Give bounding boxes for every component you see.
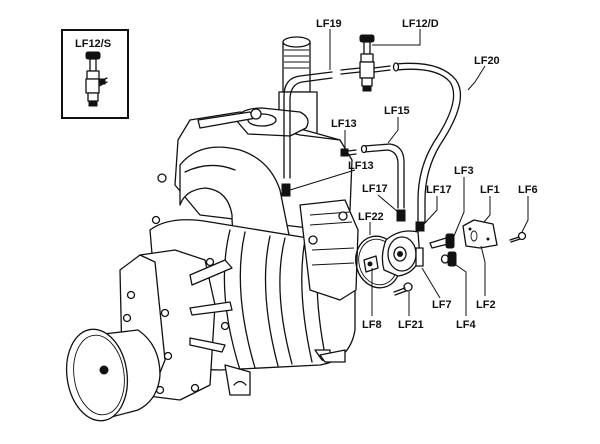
part-lf21-screw <box>393 282 413 296</box>
label-lf15: LF15 <box>384 105 410 117</box>
part-lf12d-valve <box>340 34 391 92</box>
pump-body <box>65 36 359 422</box>
leader-lines <box>289 29 529 316</box>
label-lf13-top: LF13 <box>331 118 357 130</box>
label-lf7: LF7 <box>432 299 452 311</box>
valve-lf12s-icon <box>85 51 108 107</box>
part-lf19-hose <box>283 71 333 179</box>
label-lf4: LF4 <box>456 319 476 331</box>
part-lf4-gear <box>440 251 457 267</box>
label-lf3: LF3 <box>454 165 474 177</box>
part-lf1-bracket <box>462 219 498 249</box>
label-lf17-right: LF17 <box>426 184 452 196</box>
part-lf13-screw <box>340 148 357 157</box>
label-lf17-left: LF17 <box>362 183 388 195</box>
part-lf15-hose <box>363 143 405 209</box>
part-lf20-hose <box>395 62 462 223</box>
label-lf12s: LF12/S <box>75 38 111 50</box>
label-lf22: LF22 <box>358 211 384 223</box>
label-lf12d: LF12/D <box>402 18 439 30</box>
label-lf8: LF8 <box>362 319 382 331</box>
label-lf2: LF2 <box>476 299 496 311</box>
label-lf19: LF19 <box>316 18 342 30</box>
part-lf6-screw <box>509 231 527 243</box>
part-lf17-fitting-a <box>396 209 406 222</box>
label-lf1: LF1 <box>480 184 500 196</box>
inset-lf12s: LF12/S <box>61 29 129 119</box>
part-lf17-fitting-b <box>415 221 425 232</box>
part-labels: LF19 LF12/D LF20 LF15 LF13 LF13 LF17 LF1… <box>316 18 538 331</box>
label-lf20: LF20 <box>474 55 500 67</box>
label-lf6: LF6 <box>518 184 538 196</box>
label-lf13-lower: LF13 <box>348 160 374 172</box>
part-lf3-shaft <box>429 233 455 249</box>
part-lf7-cover <box>381 230 424 277</box>
label-lf21: LF21 <box>398 319 424 331</box>
